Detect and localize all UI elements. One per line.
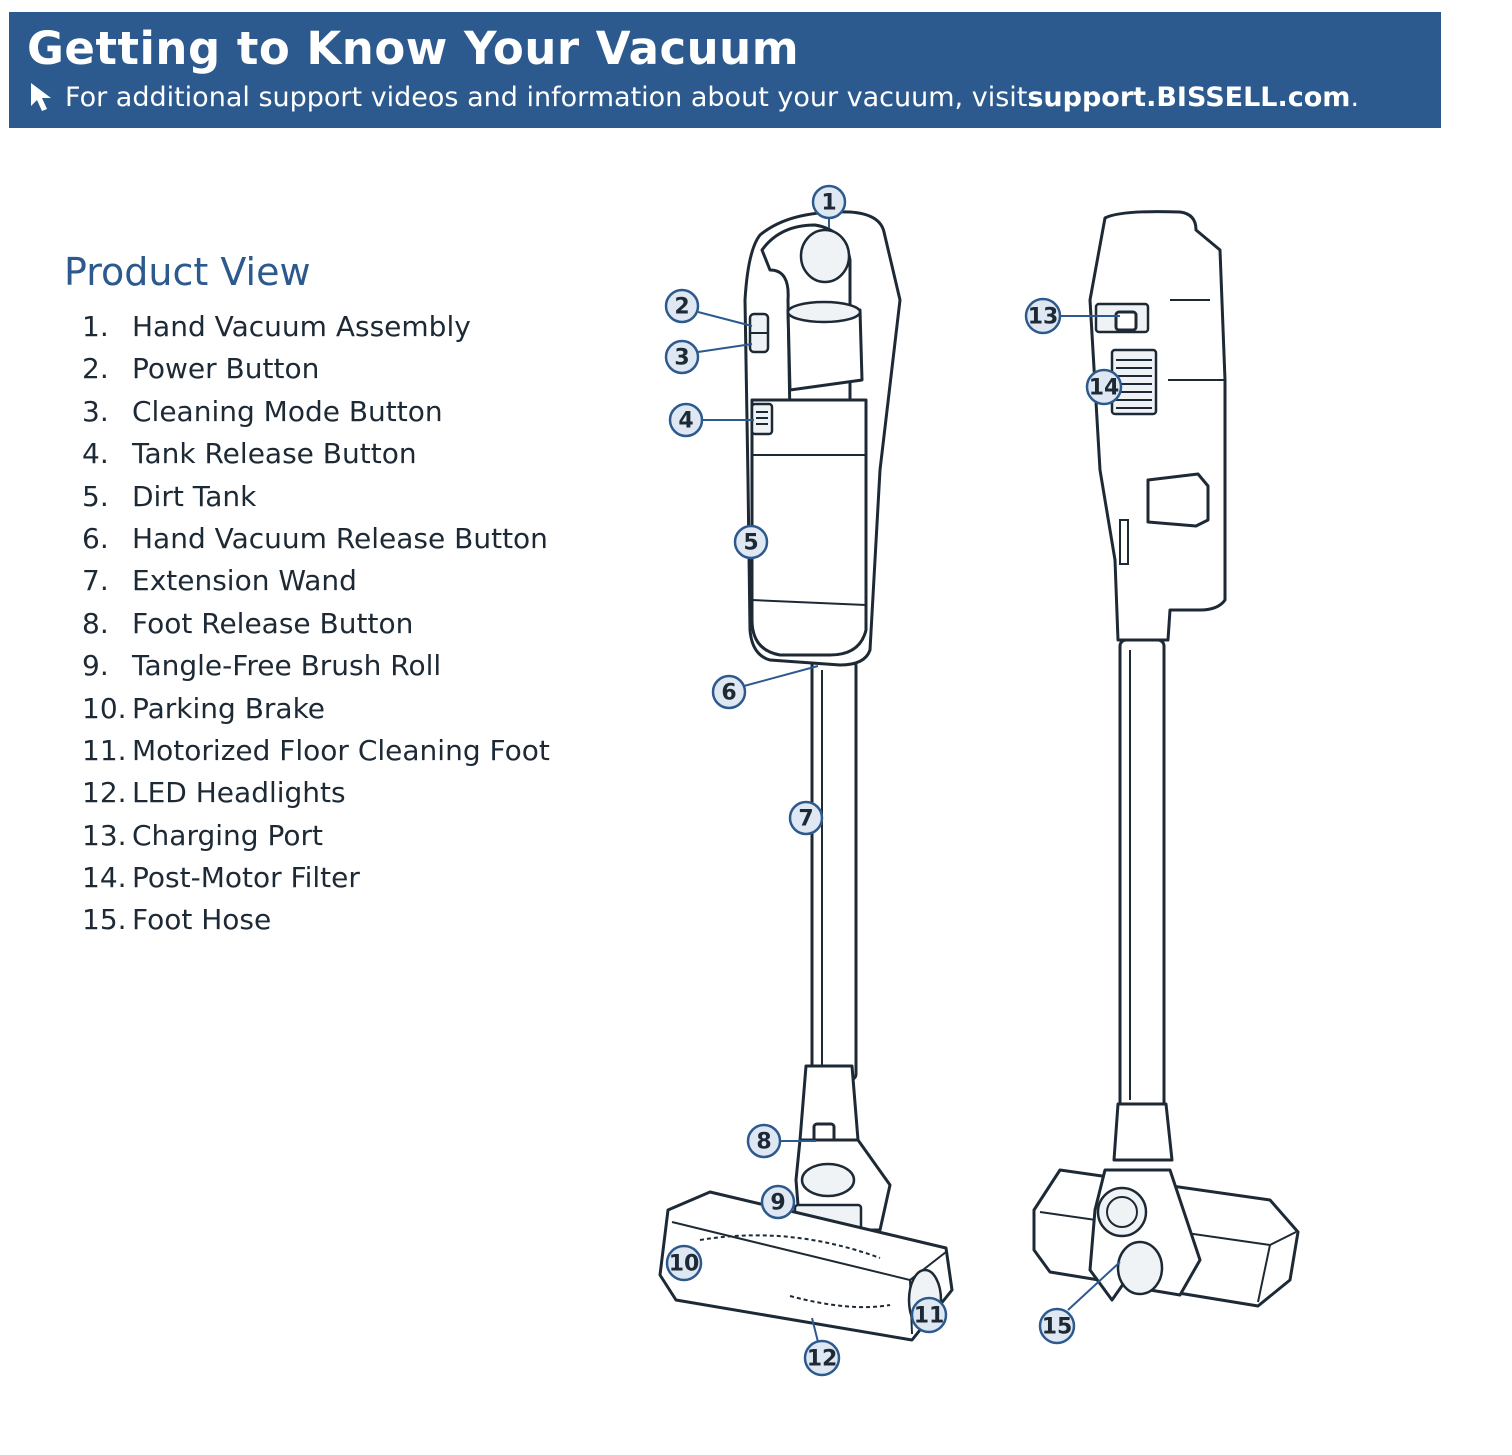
support-suffix: . bbox=[1350, 81, 1360, 113]
support-text: For additional support videos and inform… bbox=[65, 81, 1028, 113]
callout-4: 4 bbox=[668, 402, 704, 438]
support-line: For additional support videos and inform… bbox=[27, 80, 1359, 114]
part-label: Hand Vacuum Release Button bbox=[132, 521, 548, 555]
part-number: 4. bbox=[82, 437, 109, 471]
part-number: 3. bbox=[82, 394, 109, 428]
header-banner: Getting to Know Your Vacuum For addition… bbox=[9, 12, 1441, 128]
page-title: Getting to Know Your Vacuum bbox=[27, 22, 800, 75]
list-item: 2. Power Button bbox=[82, 348, 550, 390]
callout-number: 8 bbox=[756, 1130, 771, 1155]
callout-12: 12 bbox=[803, 1339, 841, 1377]
arrow-cursor-icon bbox=[31, 83, 51, 111]
callout-number: 4 bbox=[678, 409, 693, 434]
part-number: 12. bbox=[82, 776, 127, 810]
callout-5: 5 bbox=[733, 524, 769, 560]
callout-14: 14 bbox=[1085, 368, 1123, 406]
callout-13: 13 bbox=[1024, 297, 1062, 335]
list-item: 11.Motorized Floor Cleaning Foot bbox=[82, 730, 550, 772]
callout-number: 2 bbox=[674, 295, 689, 320]
list-item: 10.Parking Brake bbox=[82, 688, 550, 730]
list-item: 12.LED Headlights bbox=[82, 772, 550, 814]
callout-2: 2 bbox=[664, 288, 700, 324]
part-label: Power Button bbox=[132, 352, 320, 386]
part-number: 1. bbox=[82, 310, 109, 343]
list-item: 5. Dirt Tank bbox=[82, 476, 550, 518]
callout-10: 10 bbox=[665, 1244, 703, 1282]
part-label: Post-Motor Filter bbox=[132, 861, 360, 895]
callout-8: 8 bbox=[746, 1123, 782, 1159]
callout-number: 3 bbox=[674, 346, 689, 371]
callout-number: 10 bbox=[669, 1252, 700, 1277]
callout-3: 3 bbox=[664, 339, 700, 375]
part-number: 10. bbox=[82, 691, 127, 725]
part-number: 13. bbox=[82, 818, 127, 852]
part-number: 6. bbox=[82, 521, 109, 555]
list-item: 4. Tank Release Button bbox=[82, 433, 550, 475]
part-number: 7. bbox=[82, 564, 109, 598]
part-label: Motorized Floor Cleaning Foot bbox=[132, 733, 550, 767]
part-number: 8. bbox=[82, 606, 109, 640]
callout-number: 14 bbox=[1089, 376, 1120, 401]
list-item: 3. Cleaning Mode Button bbox=[82, 391, 550, 433]
vacuum-front-view bbox=[658, 210, 954, 1342]
list-item: 14.Post-Motor Filter bbox=[82, 857, 550, 899]
part-label: Hand Vacuum Assembly bbox=[132, 310, 471, 343]
vacuum-rear-view bbox=[1032, 210, 1300, 1308]
list-item: 15.Foot Hose bbox=[82, 899, 550, 941]
part-label: Foot Hose bbox=[132, 903, 272, 937]
part-number: 11. bbox=[82, 733, 127, 767]
section-title: Product View bbox=[64, 250, 311, 294]
list-item: 7. Extension Wand bbox=[82, 560, 550, 602]
callout-number: 9 bbox=[770, 1191, 785, 1216]
part-label: Cleaning Mode Button bbox=[132, 394, 443, 428]
part-label: Charging Port bbox=[132, 818, 323, 852]
callout-7: 7 bbox=[788, 800, 824, 836]
callout-number: 1 bbox=[821, 191, 836, 216]
part-label: Tangle-Free Brush Roll bbox=[132, 649, 442, 683]
callout-number: 11 bbox=[914, 1304, 945, 1329]
callout-1: 1 bbox=[811, 184, 847, 220]
leader-lines bbox=[697, 218, 1121, 1343]
list-item: 13.Charging Port bbox=[82, 815, 550, 857]
callout-15: 15 bbox=[1038, 1307, 1076, 1345]
part-label: Tank Release Button bbox=[132, 437, 417, 471]
callout-11: 11 bbox=[910, 1296, 948, 1334]
part-number: 15. bbox=[82, 903, 127, 937]
list-item: 1. Hand Vacuum Assembly bbox=[82, 306, 550, 348]
filter-grille bbox=[1110, 348, 1158, 416]
part-number: 2. bbox=[82, 352, 109, 386]
part-label: Extension Wand bbox=[132, 564, 357, 598]
callout-number: 5 bbox=[743, 531, 758, 556]
part-number: 9. bbox=[82, 649, 109, 683]
part-label: LED Headlights bbox=[132, 776, 346, 810]
callout-number: 6 bbox=[721, 681, 736, 706]
part-label: Dirt Tank bbox=[132, 479, 257, 513]
callout-6: 6 bbox=[711, 674, 747, 710]
part-label: Foot Release Button bbox=[132, 606, 414, 640]
callout-number: 13 bbox=[1028, 305, 1059, 330]
callout-number: 7 bbox=[798, 807, 813, 832]
part-number: 14. bbox=[82, 861, 127, 895]
callout-9: 9 bbox=[760, 1184, 796, 1220]
callout-number: 12 bbox=[807, 1347, 838, 1372]
list-item: 8. Foot Release Button bbox=[82, 603, 550, 645]
callout-number: 15 bbox=[1042, 1315, 1073, 1340]
part-label: Parking Brake bbox=[132, 691, 326, 725]
parts-list: 1. Hand Vacuum Assembly 2. Power Button 3.… bbox=[82, 306, 550, 942]
list-item: 9. Tangle-Free Brush Roll bbox=[82, 645, 550, 687]
part-number: 5. bbox=[82, 479, 109, 513]
list-item: 6. Hand Vacuum Release Button bbox=[82, 518, 550, 560]
support-link[interactable]: support.BISSELL.com bbox=[1027, 81, 1351, 113]
